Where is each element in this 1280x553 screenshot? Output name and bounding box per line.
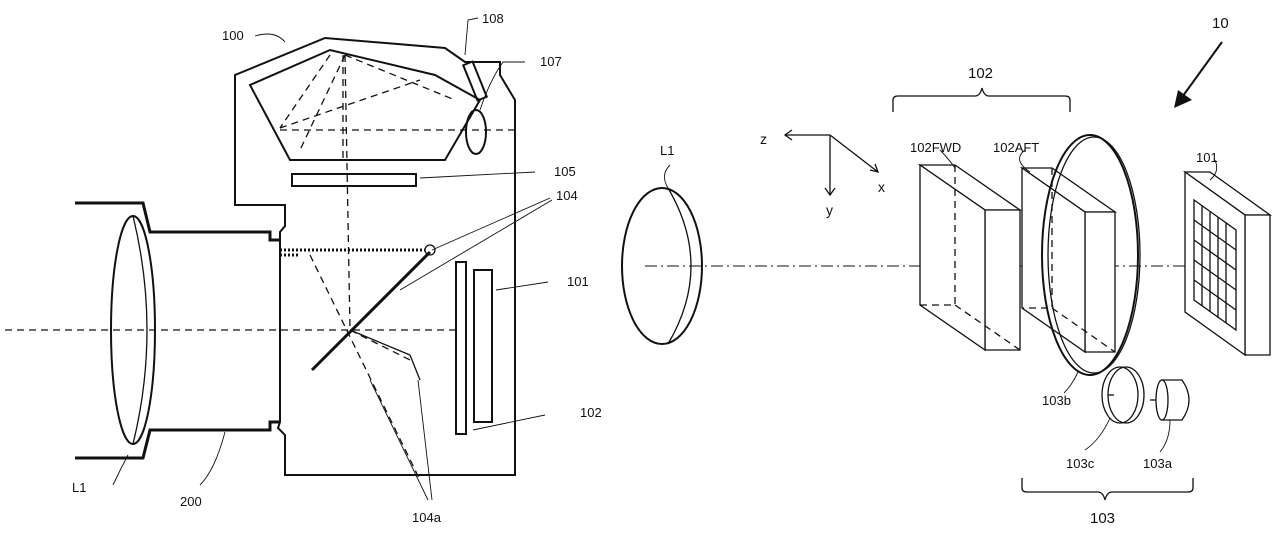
arrow-10 <box>1179 41 1223 101</box>
label-200: 200 <box>180 494 202 509</box>
label-103c: 103c <box>1066 456 1095 471</box>
camera-cross-section <box>5 17 553 501</box>
label-102-left: 102 <box>580 405 602 420</box>
bracket-102 <box>892 87 1071 112</box>
label-102-group: 102 <box>968 65 993 82</box>
label-108: 108 <box>482 11 504 26</box>
label-axis-z: z <box>760 131 767 147</box>
camera-body <box>234 36 516 476</box>
sensor-101-right <box>1182 170 1273 357</box>
focusing-screen-105 <box>291 173 417 187</box>
element-102fwd <box>917 163 1023 352</box>
element-108 <box>461 60 489 102</box>
label-10: 10 <box>1212 15 1229 32</box>
label-103b: 103b <box>1042 393 1071 408</box>
label-104a: 104a <box>412 510 442 525</box>
lens-barrel <box>75 201 280 460</box>
eyepiece-107 <box>465 109 487 155</box>
disk-103b <box>1041 134 1139 376</box>
label-102fwd: 102FWD <box>910 140 961 155</box>
label-101-right: 101 <box>1196 150 1218 165</box>
label-axis-y: y <box>826 202 833 218</box>
label-103a: 103a <box>1143 456 1173 471</box>
lens-l1-right <box>621 187 703 345</box>
label-axis-x: x <box>878 179 885 195</box>
element-102aft <box>1019 166 1118 354</box>
bracket-103 <box>1021 478 1194 501</box>
sensor-101-left <box>473 269 493 423</box>
quick-return-mirror <box>310 250 432 372</box>
label-l1-left: L1 <box>72 480 86 495</box>
exploded-optical-diagram <box>621 41 1273 501</box>
label-100: 100 <box>222 28 244 43</box>
label-107: 107 <box>540 54 562 69</box>
label-101-left: 101 <box>567 274 589 289</box>
label-102aft: 102AFT <box>993 140 1039 155</box>
label-104: 104 <box>556 188 578 203</box>
label-105: 105 <box>554 164 576 179</box>
label-103: 103 <box>1090 510 1115 527</box>
label-l1-right: L1 <box>660 143 674 158</box>
element-102-left <box>455 261 467 435</box>
motor-103a <box>1150 379 1190 421</box>
pentaprism <box>248 48 482 161</box>
